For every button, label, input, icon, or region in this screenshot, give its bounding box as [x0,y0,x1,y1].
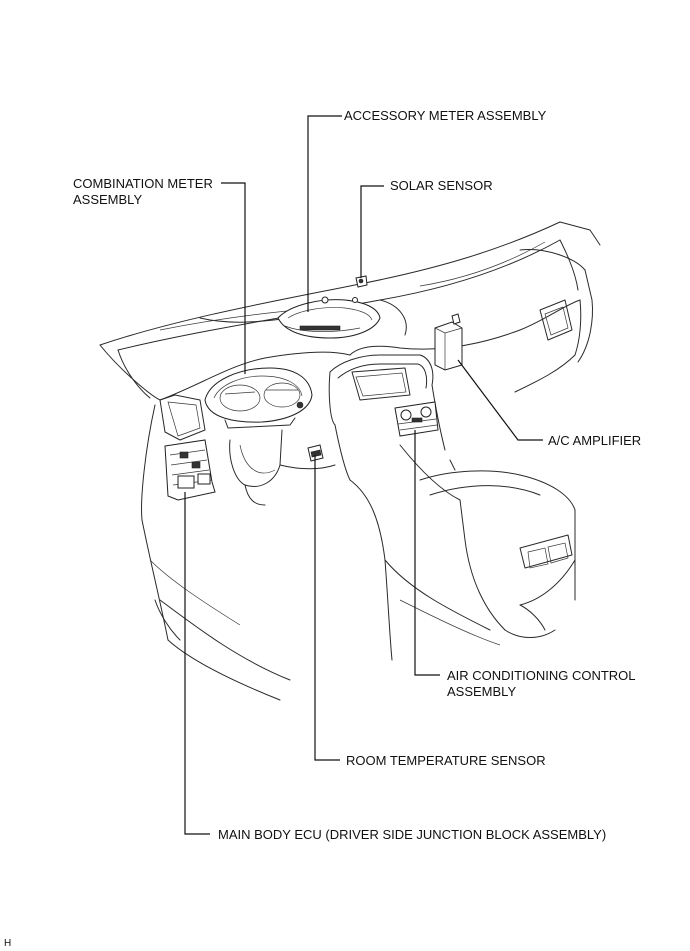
dashboard-drawing [99,221,601,701]
label-ac-control-line1: AIR CONDITIONING CONTROL [447,668,636,683]
label-combination-meter-line1: COMBINATION METER [73,176,213,191]
main-body-ecu-component [164,439,216,501]
label-solar-sensor: SOLAR SENSOR [390,178,493,193]
label-ac-amplifier: A/C AMPLIFIER [548,433,641,448]
solar-sensor-component [355,275,368,288]
label-combination-meter-line2: ASSEMBLY [73,192,142,207]
label-room-temp-sensor: ROOM TEMPERATURE SENSOR [346,753,546,768]
corner-code: H [4,938,11,949]
accessory-meter-component [277,296,381,339]
label-ac-control-line2: ASSEMBLY [447,684,516,699]
label-main-body-ecu: MAIN BODY ECU (DRIVER SIDE JUNCTION BLOC… [218,827,606,842]
label-accessory-meter: ACCESSORY METER ASSEMBLY [344,108,547,123]
combination-meter-component [204,367,313,429]
ac-amplifier-component [434,313,463,371]
room-temp-sensor-component [307,444,324,462]
ac-control-component [394,401,439,437]
leader-lines [184,115,543,835]
